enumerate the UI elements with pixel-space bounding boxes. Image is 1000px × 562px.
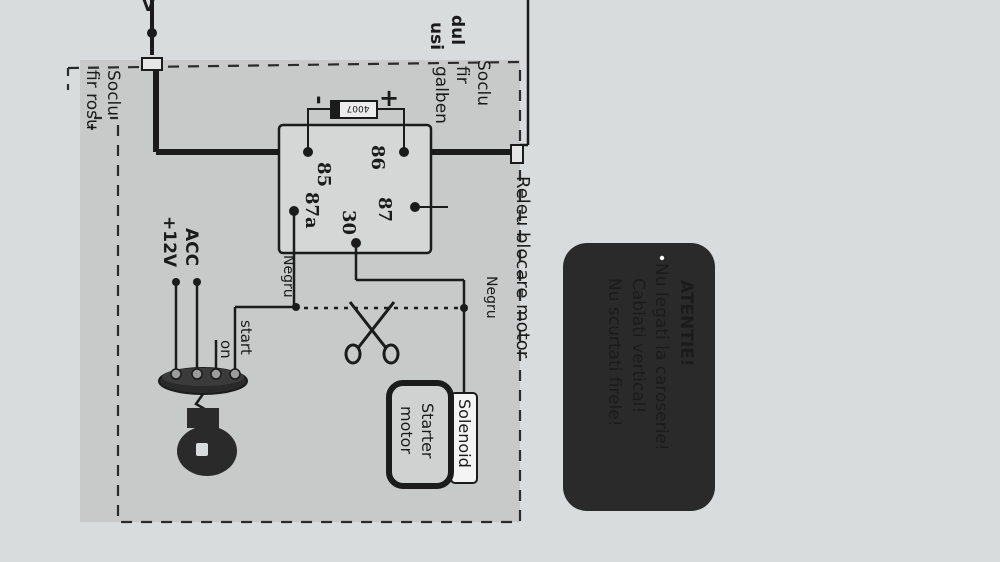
- solenoid-label: Solenoid: [455, 399, 474, 468]
- pin-30-label: 30: [338, 210, 359, 235]
- warning-line-3: Nu scurtati firele!: [604, 278, 624, 427]
- scissors-icon: [344, 301, 400, 365]
- pin-86-dot: [399, 147, 409, 157]
- ignition-start: start: [237, 320, 255, 355]
- socket-yellow-line1: Soclu: [473, 60, 493, 106]
- pin-85-label: 85: [313, 162, 334, 187]
- socket-red-line1: Soclu: [103, 70, 123, 116]
- socket-yellow-line3: galben: [431, 66, 451, 124]
- wire-87a-start: [233, 211, 300, 370]
- diode-plus: +: [379, 84, 399, 112]
- dashed-enclosure: [67, 60, 522, 524]
- ignition-acc: ACC: [181, 228, 201, 266]
- relay-pins: 85 86 87 87a 30: [289, 145, 448, 248]
- diode-minus: -: [306, 95, 331, 104]
- warning-title: ATENTIE!: [676, 280, 696, 367]
- motor-label: motor: [397, 406, 416, 454]
- starter-unit: Solenoid Starter motor: [386, 380, 478, 489]
- relay-caption: Releu blocare motor: [512, 176, 533, 359]
- warning-line-2: Cablati vertical!: [628, 278, 648, 413]
- wire-30-solenoid: [354, 243, 468, 392]
- diode-body-text: 4007: [347, 103, 370, 113]
- ignition-on: on: [217, 340, 235, 359]
- pin-87-label: 87: [374, 197, 395, 222]
- wire-negru-left: Negru: [280, 255, 296, 298]
- wire-negru-right: Negru: [483, 276, 499, 319]
- socket-red-line2: fir rosu: [82, 70, 102, 130]
- relay-diode: 4007 - +: [306, 84, 405, 148]
- ignition-switch: ACC +12V on start: [158, 216, 255, 435]
- starter-motor-box: [386, 380, 454, 489]
- dashed-enclosure-left: [66, 68, 118, 130]
- label-dul: dul: [447, 15, 467, 45]
- pin-87a-label: 87a: [301, 192, 322, 229]
- pin-85-dot: [303, 147, 313, 157]
- pin-86-label: 86: [367, 145, 388, 170]
- ignition-12v: +12V: [159, 216, 179, 268]
- warning-box: ATENTIE! Nu legati la caroserie! Cablati…: [563, 243, 715, 511]
- starter-label: Starter: [418, 403, 437, 459]
- socket-yellow-line2: fir: [452, 66, 472, 84]
- warning-line-1: Nu legati la caroserie!: [651, 263, 671, 451]
- key-icon: [177, 408, 237, 476]
- label-usi: usi: [426, 22, 446, 50]
